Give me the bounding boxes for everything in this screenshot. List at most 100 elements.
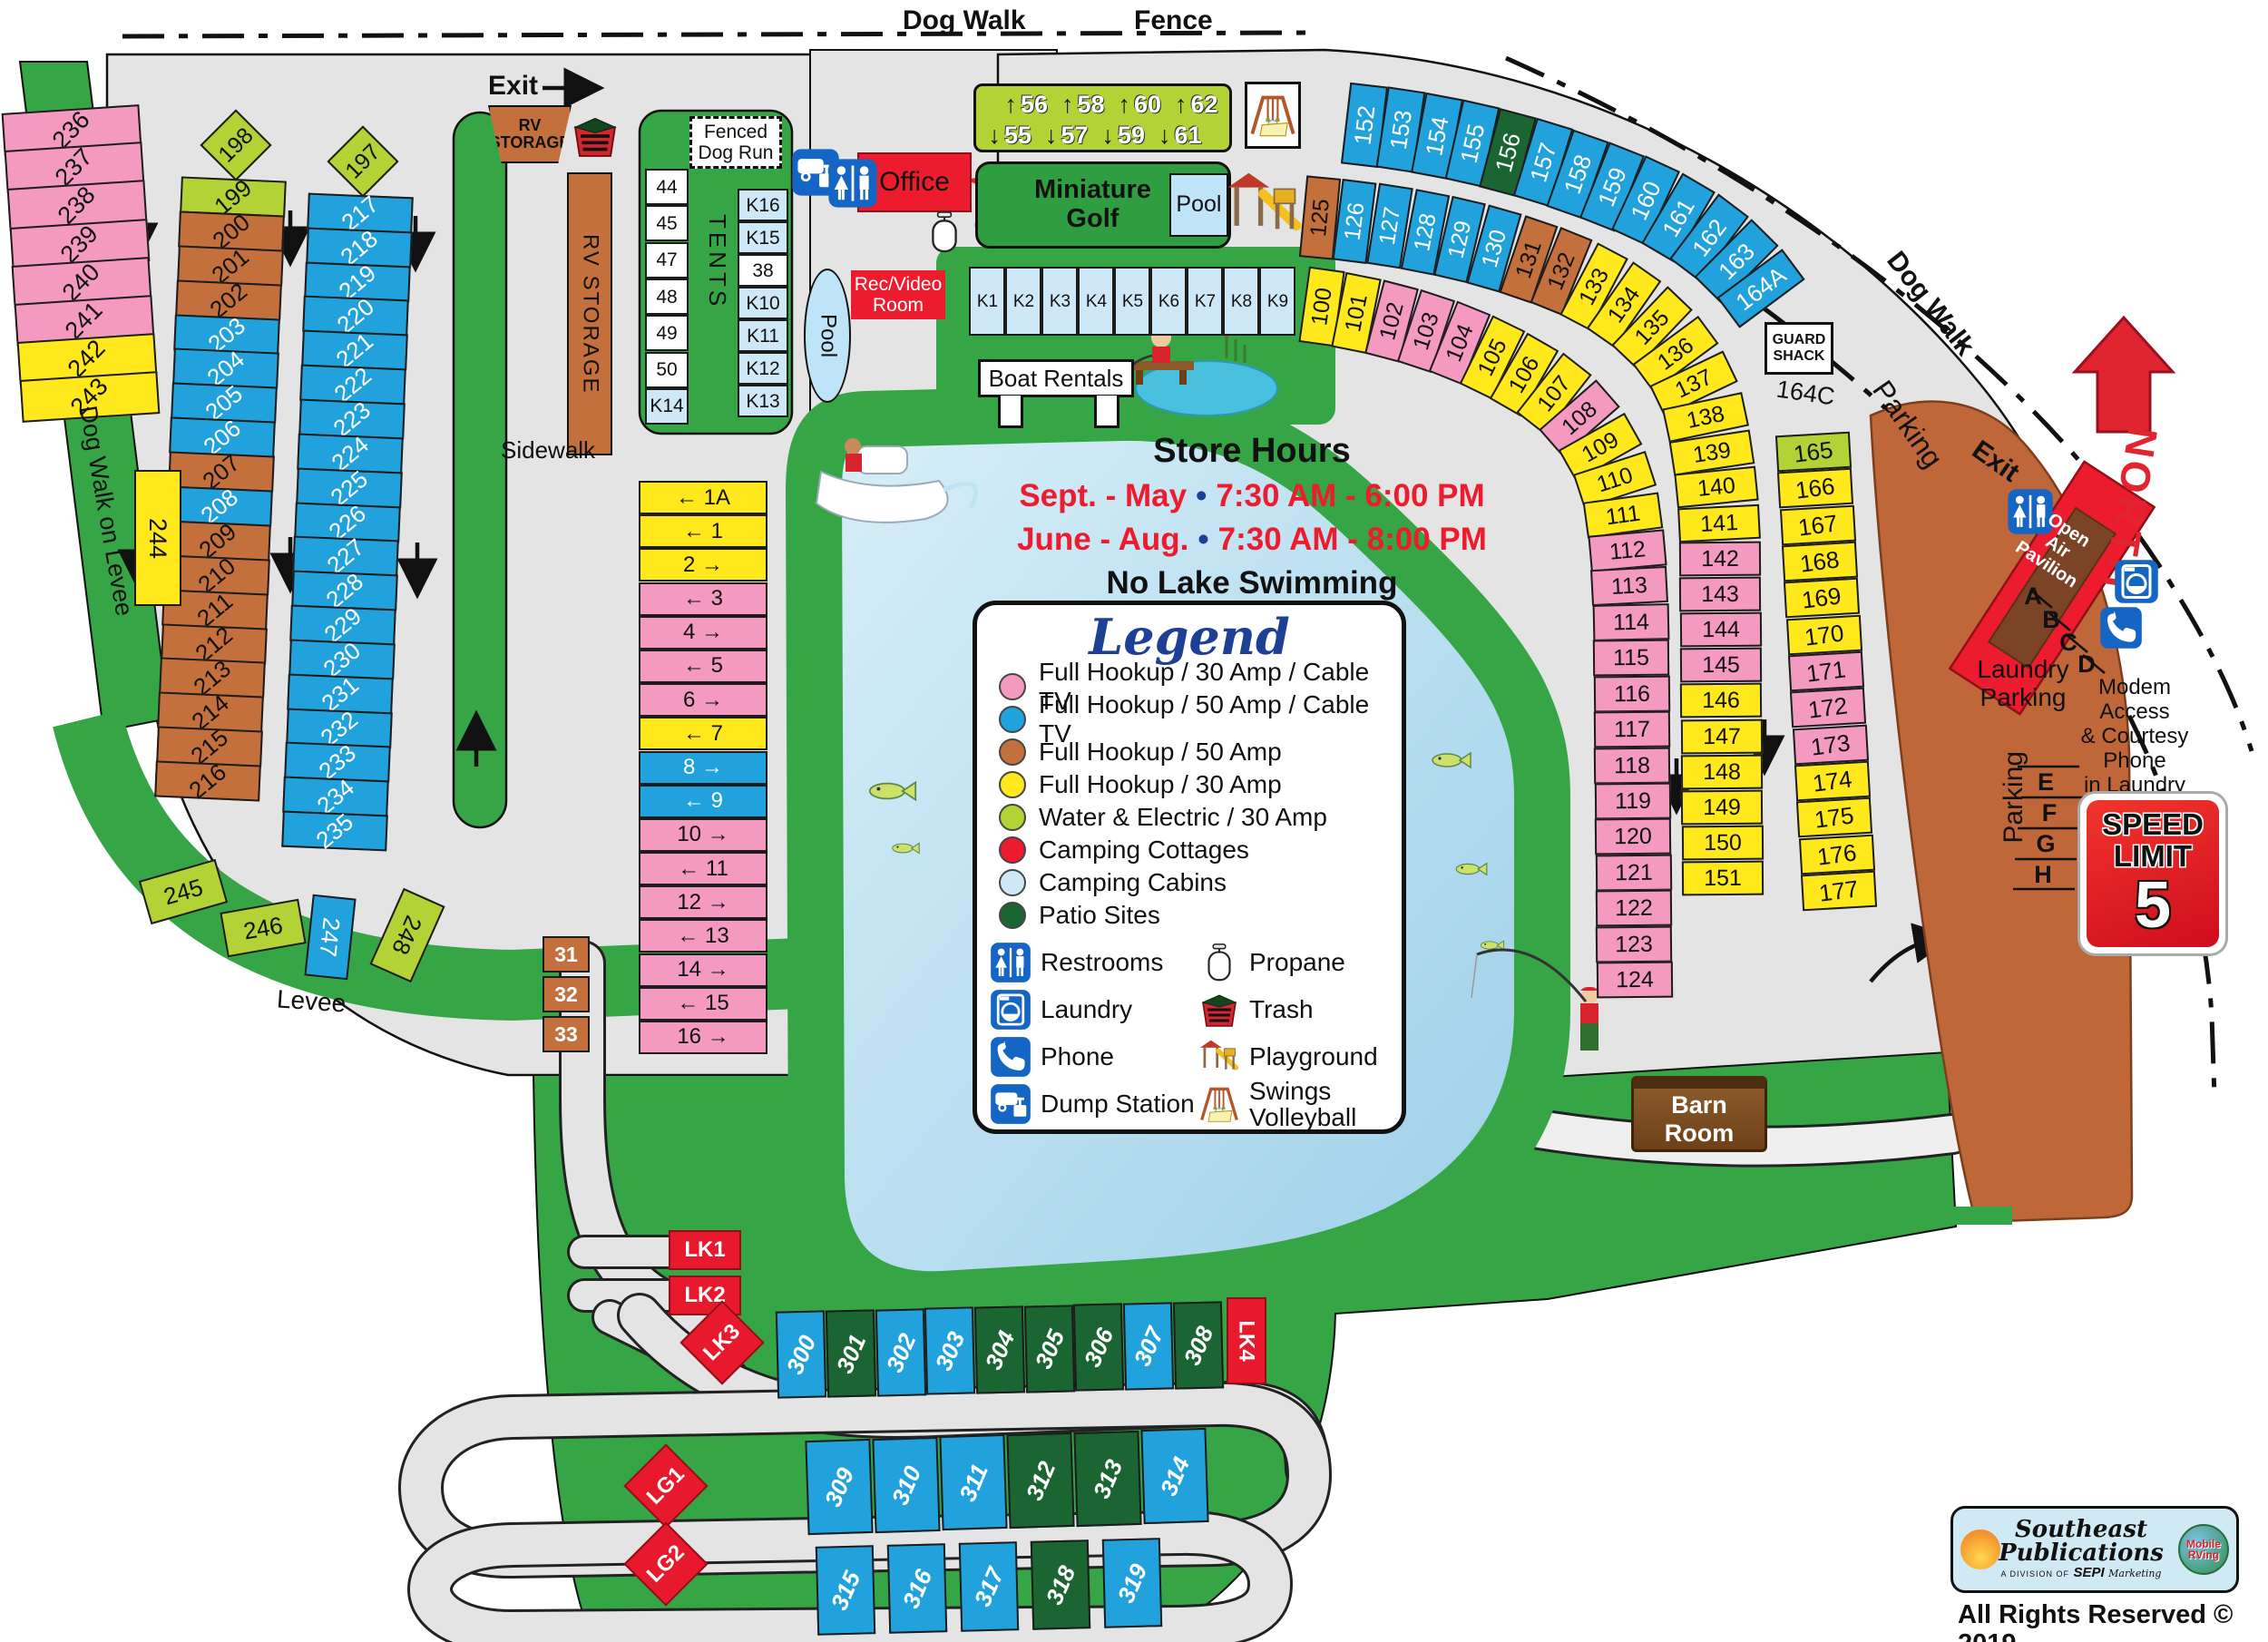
site-115: 115 — [1593, 639, 1670, 677]
site-150: 150 — [1681, 825, 1764, 861]
site-120: 120 — [1595, 818, 1672, 855]
legend-hookup-label: Camping Cabins — [1039, 868, 1227, 896]
legend-facility-label: Trash — [1249, 995, 1314, 1024]
site-174: 174 — [1794, 760, 1871, 802]
legend-facility-icon — [1198, 1083, 1240, 1125]
site-k1: K1 — [969, 267, 1005, 336]
site-169: 169 — [1784, 578, 1861, 619]
site-k16: K16 — [738, 189, 788, 221]
tents-label: TENTS — [704, 214, 732, 310]
site-48: 48 — [645, 279, 689, 315]
store-hours-line1: Sept. - May•7:30 AM - 6:00 PM — [1019, 478, 1485, 513]
rv-storage-top: RV STORAGE — [488, 105, 572, 163]
trash-icon — [570, 112, 621, 160]
site-118: 118 — [1594, 747, 1671, 784]
site-143: 143 — [1679, 576, 1762, 612]
legend-color-dot — [999, 902, 1026, 929]
cabin-dividers — [2013, 589, 2106, 891]
site-47: 47 — [645, 241, 689, 279]
site-32: 32 — [543, 976, 590, 1012]
site-301: 301 — [825, 1309, 877, 1398]
store-hours-panel: Store Hours Sept. - May•7:30 AM - 6:00 P… — [980, 432, 1524, 601]
site-k8: K8 — [1223, 267, 1259, 336]
legend-facility-icon — [990, 1036, 1031, 1078]
site-3: ← 3 — [639, 582, 767, 616]
legend-facility-row: Swings Volleyball — [1198, 1076, 1378, 1131]
site-176: 176 — [1798, 834, 1875, 875]
legend-hookup-list: Full Hookup / 30 Amp / Cable TV Full Hoo… — [999, 658, 1402, 932]
site-123: 123 — [1596, 925, 1673, 963]
rec-video-room: Rec/Video Room — [851, 270, 945, 319]
legend-hookup-label: Full Hookup / 50 Amp / Cable TV — [1039, 690, 1370, 748]
boat-dock-leg — [1094, 396, 1119, 428]
site-247: 247 — [304, 894, 357, 981]
site-248: 248 — [369, 887, 445, 983]
site-k13: K13 — [738, 385, 788, 417]
site-k7: K7 — [1187, 267, 1223, 336]
site-114: 114 — [1592, 602, 1670, 641]
legend-hookup-row: Camping Cottages — [999, 834, 1402, 866]
phone-icon — [2099, 606, 2143, 650]
site-a: A — [2024, 582, 2042, 610]
site-31: 31 — [543, 936, 590, 972]
site-2: 2 → — [639, 548, 767, 582]
laundry-parking-label: Laundry Parking — [1977, 655, 2069, 712]
cottages-building — [1948, 460, 2156, 716]
site-k14: K14 — [645, 387, 689, 425]
site-148: 148 — [1680, 754, 1764, 790]
speed-value: 5 — [2134, 868, 2172, 942]
site-9: ← 9 — [639, 784, 767, 818]
legend-facilities-left: Restrooms Laundry Phone Dump Station — [990, 939, 1198, 1128]
site-lg1: LG1 — [623, 1443, 709, 1529]
sidewalk-label: Sidewalk — [501, 436, 596, 464]
levee-label: Levee — [276, 984, 347, 1018]
site-235: 235 — [280, 808, 388, 854]
paddle-boat-illustration — [815, 438, 979, 523]
site-311: 311 — [939, 1434, 1008, 1531]
site-44: 44 — [645, 169, 689, 206]
site-171: 171 — [1787, 650, 1865, 692]
legend-facilities-right: Propane Trash Playground Swings Volleyba… — [1198, 939, 1378, 1131]
site-302: 302 — [875, 1308, 926, 1397]
pool-oval: Pool — [804, 269, 851, 403]
site-lg2: LG2 — [623, 1521, 709, 1607]
site-147: 147 — [1680, 718, 1763, 754]
site-216: 216 — [154, 758, 261, 804]
site-244: 244 — [134, 470, 181, 606]
legend-hookup-row: Full Hookup / 30 Amp / Cable TV — [999, 658, 1402, 715]
legend-facility-label: Swings Volleyball — [1249, 1076, 1357, 1131]
legend-hookup-row: Full Hookup / 50 Amp — [999, 736, 1402, 768]
site-303: 303 — [924, 1306, 976, 1395]
site-12: 12 → — [639, 885, 767, 920]
sites-55-62-bottom: 55575961 — [982, 122, 1208, 150]
site-314: 314 — [1140, 1428, 1209, 1525]
fisherman-illustration — [1471, 948, 1598, 1051]
site-309: 309 — [805, 1438, 874, 1535]
legend-facility-label: Laundry — [1041, 995, 1133, 1024]
site-121: 121 — [1595, 854, 1672, 892]
propane-icon — [925, 209, 963, 256]
legend-panel: Legend Full Hookup / 30 Amp / Cable TV F… — [973, 601, 1406, 1134]
miniature-golf-box: Miniature Golf Pool — [975, 161, 1231, 249]
speed-word: LIMIT — [2113, 839, 2193, 873]
site-50: 50 — [645, 351, 689, 388]
site-7: ← 7 — [639, 717, 767, 751]
legend-facility-row: Laundry — [990, 986, 1198, 1033]
site-141: 141 — [1677, 503, 1762, 542]
site-d: D — [2077, 650, 2096, 678]
site-175: 175 — [1796, 797, 1873, 838]
site-310: 310 — [872, 1436, 941, 1533]
legend-title: Legend — [1089, 608, 1290, 666]
site-307: 307 — [1122, 1302, 1175, 1391]
legend-color-dot — [999, 836, 1026, 864]
site-119: 119 — [1594, 782, 1672, 820]
site-300: 300 — [776, 1310, 827, 1399]
playground-icon — [1225, 163, 1305, 247]
site-124: 124 — [1596, 961, 1673, 999]
site-145: 145 — [1679, 647, 1763, 683]
logo-name: Southeast Publications — [1999, 1516, 2164, 1567]
site-167: 167 — [1779, 504, 1856, 546]
legend-facility-icon — [1198, 1036, 1240, 1078]
site-k15: K15 — [738, 221, 788, 254]
